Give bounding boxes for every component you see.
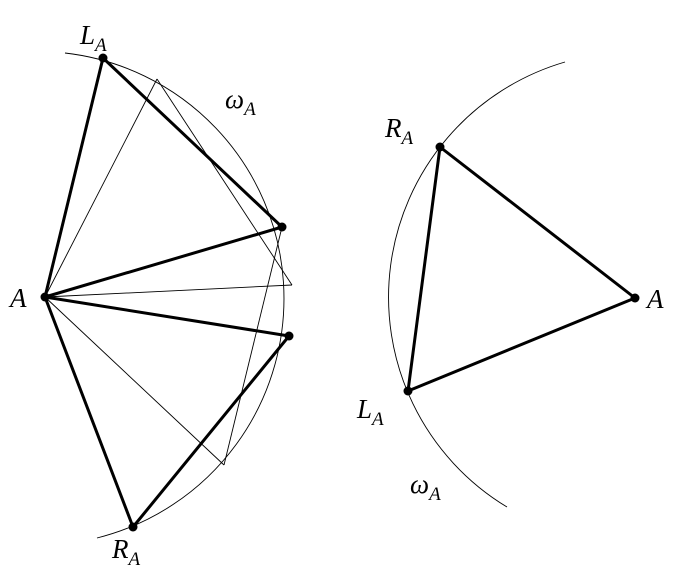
point-a [40,292,50,302]
label-la: LA [79,20,107,56]
segment-la-p1 [101,56,284,229]
point-p2 [284,331,294,341]
label-omega: ωA [225,84,256,120]
label-la: LA [356,394,384,430]
segment-a-la [406,296,637,393]
segment-a-p2 [43,295,291,338]
thin-line-a-t1 [44,78,158,298]
right-figure: RA A LA ωA [356,61,664,508]
segment-a-la [43,56,105,299]
point-la [403,386,413,396]
right-circle-arc [388,61,566,508]
label-a: A [8,283,27,313]
left-figure: LA ωA A RA [8,20,294,570]
point-a [630,293,640,303]
thin-line-t1-t2 [156,78,293,286]
segment-ra-a [438,145,637,300]
point-ra [435,142,445,152]
thin-line-t3-p1 [223,226,283,466]
segment-p2-ra [131,334,291,529]
segment-a-ra [43,295,135,529]
thin-line-a-t3 [44,296,225,466]
label-ra: RA [384,113,414,149]
label-omega: ωA [410,469,441,505]
segment-a-p1 [43,225,284,299]
label-a: A [645,284,664,314]
point-la [98,53,108,63]
point-p1 [277,222,287,232]
segment-la-ra [406,145,442,393]
point-ra [128,522,138,532]
left-circle-arc [64,52,285,539]
label-ra: RA [111,534,141,570]
thin-line-a-t2 [44,284,293,298]
